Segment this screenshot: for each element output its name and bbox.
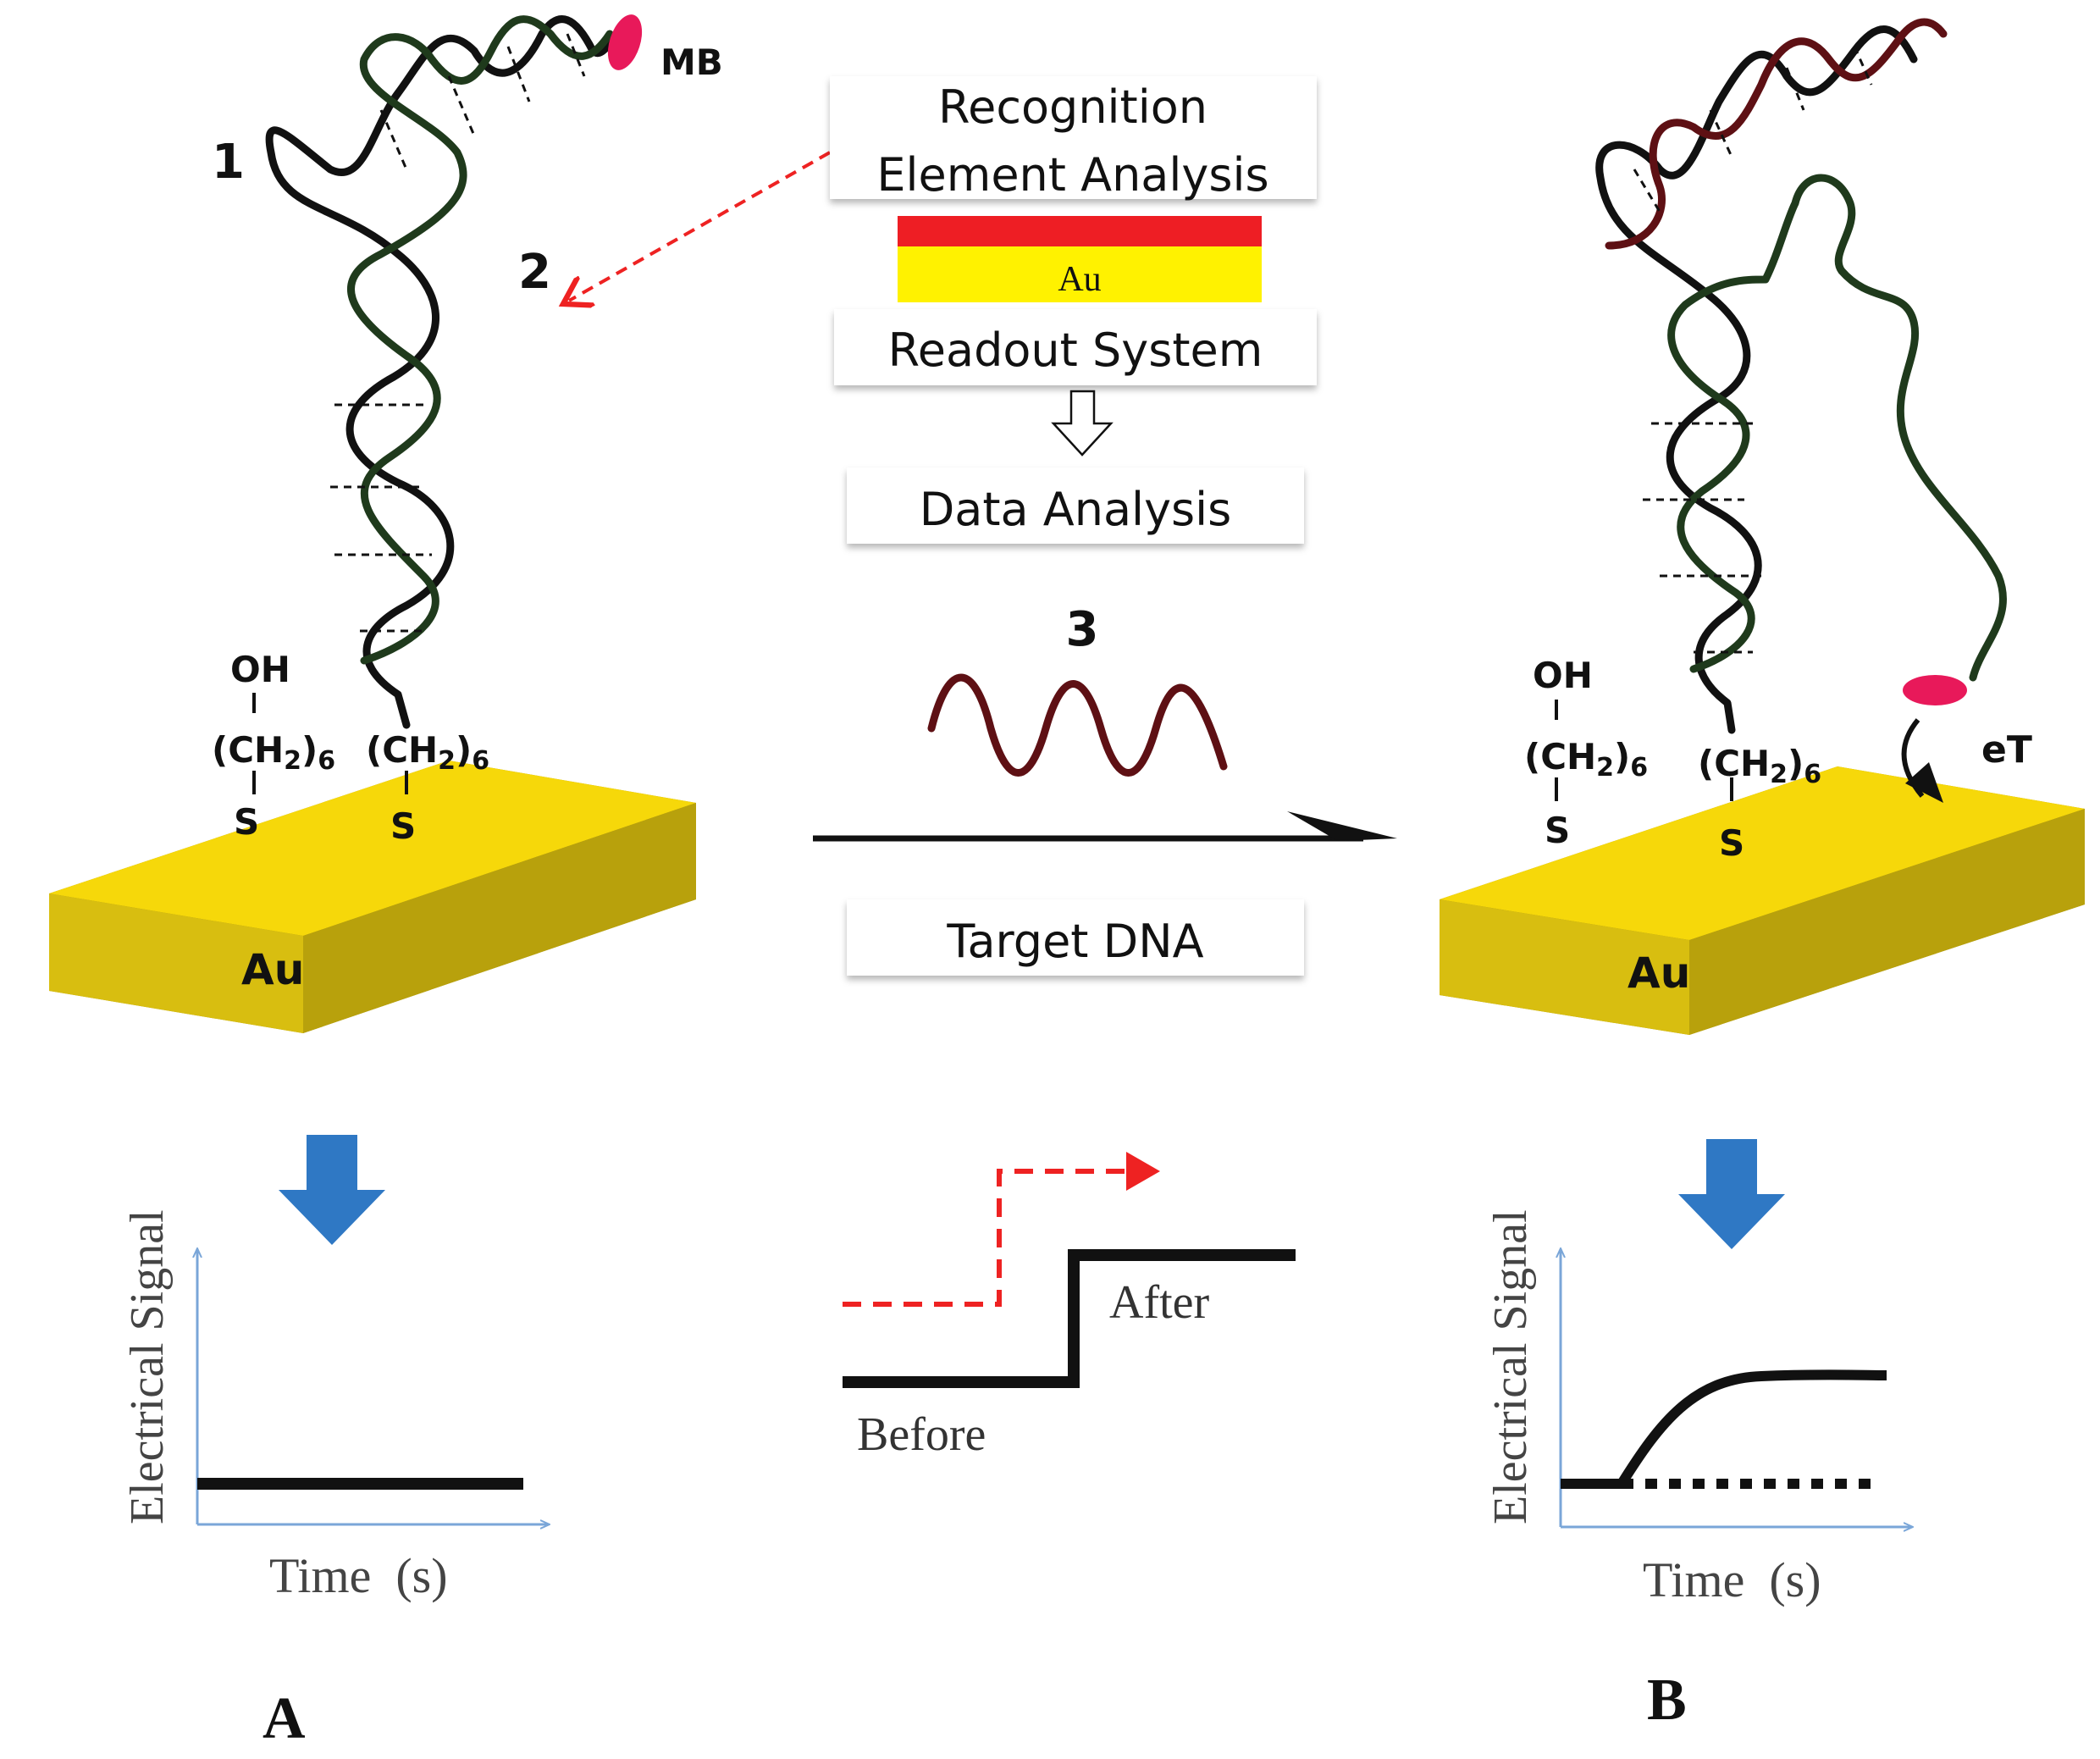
step-3-label: 3: [1066, 602, 1099, 657]
left-oh-label: OH: [230, 649, 290, 690]
right-au-label: Au: [1628, 949, 1690, 998]
after-label: After: [1109, 1276, 1210, 1329]
left-au-label: Au: [241, 945, 304, 994]
left-mb-tag: [607, 14, 643, 70]
right-sensor: Au OH (CH2)6 (CH2)6 S S eT: [1440, 18, 2085, 1035]
down-outline-arrow: [1051, 390, 1114, 456]
left-ch2-label-a: (CH2)6: [212, 729, 335, 776]
right-probe-strand: [1595, 25, 1918, 734]
readout-box: [834, 309, 1317, 385]
panel-label-b: B: [1647, 1668, 1687, 1733]
recognition-label: Recognition: [938, 80, 1208, 134]
right-ch2-label-b: (CH2)6: [1698, 743, 1821, 789]
left-gold-electrode: [49, 761, 696, 1033]
right-oh-label: OH: [1533, 655, 1593, 696]
left-signal-graph: Electrical Signal Time (s): [121, 1209, 549, 1603]
left-ch2-label-b: (CH2)6: [366, 729, 489, 776]
target-dna-wave: [927, 673, 1228, 777]
shifted-dashed-line: [843, 1169, 1143, 1307]
left-strand-2-label: 2: [518, 245, 551, 300]
right-down-arrow: [1678, 1139, 1785, 1249]
target-dna-box: [847, 899, 1304, 976]
left-x-axis-label: Time (s): [269, 1548, 448, 1603]
before-label: Before: [857, 1408, 986, 1461]
left-y-axis-label: Electrical Signal: [121, 1209, 174, 1524]
right-complement-strand: [1667, 174, 2007, 682]
left-s1-label: S: [234, 801, 259, 843]
left-s2-label: S: [390, 805, 416, 847]
data-analysis-box: [847, 467, 1304, 544]
red-layer: [898, 216, 1262, 246]
au-layer-label: Au: [1058, 260, 1101, 299]
element-analysis-label: Element Analysis: [876, 148, 1268, 202]
left-strand-1-label: 1: [212, 135, 245, 190]
yellow-au-layer: [898, 246, 1262, 302]
et-label: eT: [1981, 728, 2032, 772]
right-s1-label: S: [1545, 810, 1570, 851]
target-dna-label: Target DNA: [946, 915, 1203, 968]
left-mb-label: MB: [660, 41, 723, 83]
left-sensor: Au OH (CH2)6 (CH2)6 S S MB 1 2: [49, 14, 723, 1033]
shifted-dashed-arrowhead: [1126, 1152, 1160, 1191]
data-analysis-label: Data Analysis: [920, 483, 1232, 536]
left-base-pairs: [330, 33, 586, 633]
left-probe-strand: [265, 15, 631, 729]
left-complement-strand: [347, 15, 614, 665]
middle-step-graph: After Before: [843, 1152, 1296, 1461]
electron-transfer-arrowhead: [1905, 762, 1943, 803]
reaction-arrow-head: [1287, 811, 1397, 841]
right-s2-label: S: [1719, 822, 1744, 864]
before-after-line: [843, 1249, 1296, 1388]
right-ch2-label-a: (CH2)6: [1524, 736, 1648, 783]
panel-label-a: A: [262, 1686, 306, 1751]
left-down-arrow: [279, 1135, 385, 1245]
right-y-axis-label: Electrical Signal: [1484, 1209, 1537, 1524]
right-gold-electrode: [1440, 766, 2085, 1035]
pointer-arrow: [569, 151, 831, 301]
right-x-axis-label: Time (s): [1643, 1552, 1821, 1607]
readout-label: Readout System: [888, 324, 1263, 377]
right-mb-tag: [1903, 675, 1967, 705]
right-target-strand: [1605, 18, 1948, 250]
right-signal-curve: [1561, 1369, 1887, 1489]
flow-diagram: Recognition Element Analysis Au Readout …: [813, 76, 1397, 976]
recognition-box: [830, 76, 1317, 199]
right-signal-graph: Electrical Signal Time (s): [1484, 1209, 1912, 1607]
right-base-pairs: [1633, 46, 1873, 654]
